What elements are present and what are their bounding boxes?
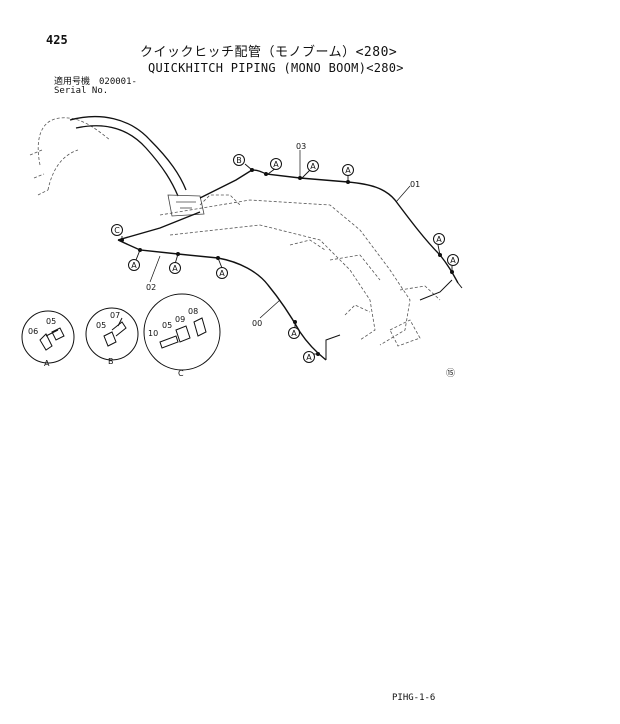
pipe-03-01: [199, 169, 459, 284]
corner-mark: ⑮: [446, 368, 455, 379]
callout-c-label: C: [114, 226, 120, 235]
callout-c-1: C: [111, 224, 123, 236]
part-label-02: 02: [146, 283, 156, 292]
detail-view-b-label: B: [108, 357, 114, 366]
part-label-05: 05: [162, 321, 172, 330]
callout-a-label: A: [172, 264, 178, 273]
callout-a-label: A: [450, 256, 456, 265]
page-title-japanese: クイックヒッチ配管（モノブーム）<280>: [140, 45, 398, 60]
callout-a-label: A: [345, 166, 351, 175]
callout-a-1: A: [270, 158, 282, 170]
callout-a-4: A: [433, 233, 445, 245]
part-label-03: 03: [296, 142, 306, 151]
callout-b-1: B: [233, 154, 245, 166]
callout-a-label: A: [291, 329, 297, 338]
clamp-bolt-icon: [39, 327, 65, 351]
part-label-10: 10: [148, 329, 158, 338]
callout-a-label: A: [306, 353, 312, 362]
callout-b-label: B: [236, 156, 242, 165]
callout-a-7: A: [169, 262, 181, 274]
callout-a-6: A: [128, 259, 140, 271]
part-label-00: 00: [252, 319, 262, 328]
detail-view-c: 10 05 09 08 C: [143, 293, 221, 378]
clamp-bolt-icon: [103, 317, 127, 347]
arm-body: [167, 194, 205, 217]
clamp-bolt-icon: [159, 317, 207, 349]
callout-a-8: A: [216, 267, 228, 279]
detail-view-c-label: C: [178, 369, 184, 378]
footer-page-code: PIHG-1-6: [392, 693, 436, 703]
page-number: 425: [46, 33, 68, 47]
callout-a-label: A: [436, 235, 442, 244]
part-label-07: 07: [110, 311, 120, 320]
serial-label-english: Serial No.: [54, 86, 109, 96]
boom-outline: [29, 117, 441, 347]
page-title-english: QUICKHITCH PIPING (MONO BOOM)<280>: [148, 61, 404, 75]
callout-a-2: A: [307, 160, 319, 172]
part-label-05: 05: [46, 317, 56, 326]
part-label-08: 08: [188, 307, 198, 316]
pipe-end-fittings: [325, 279, 463, 360]
callout-a-9: A: [288, 327, 300, 339]
part-label-01: 01: [410, 180, 420, 189]
callout-a-3: A: [342, 164, 354, 176]
detail-view-a: 06 05 A: [21, 310, 75, 368]
callout-a-label: A: [131, 261, 137, 270]
detail-view-b: 05 07 B: [85, 307, 139, 366]
part-label-05: 05: [96, 321, 106, 330]
part-leaders: [149, 150, 411, 319]
callout-a-10: A: [303, 351, 315, 363]
callout-a-label: A: [310, 162, 316, 171]
part-label-06: 06: [28, 327, 38, 336]
callout-a-label: A: [219, 269, 225, 278]
serial-label-japanese: 適用号機 020001-: [54, 77, 137, 87]
detail-view-a-label: A: [44, 359, 50, 368]
arm-hose-upper: [69, 115, 187, 197]
pipe-02-00: [117, 211, 327, 361]
callout-a-5: A: [447, 254, 459, 266]
callout-a-label: A: [273, 160, 279, 169]
part-label-09: 09: [175, 315, 185, 324]
